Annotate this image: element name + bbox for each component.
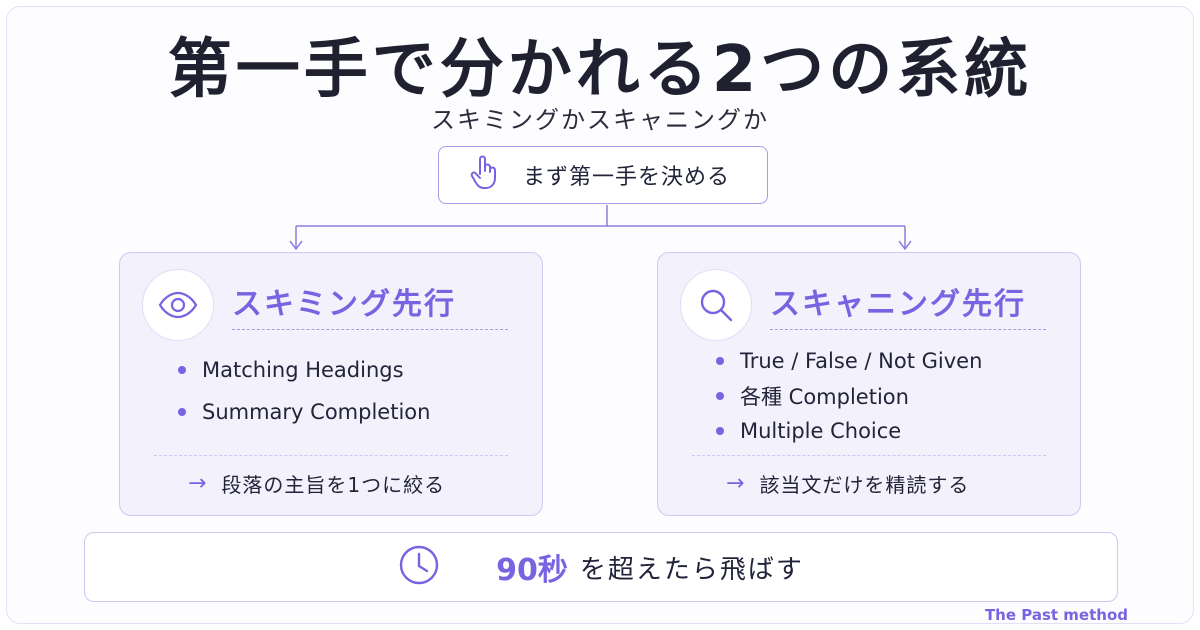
heading-divider: [770, 329, 1046, 330]
time-rule-box: 90秒 を超えたら飛ばす: [84, 532, 1118, 602]
heading-divider: [232, 329, 508, 330]
list-item: 各種 Completion: [716, 378, 982, 413]
list-item: Multiple Choice: [716, 413, 982, 448]
bullet-dot: [716, 356, 724, 365]
card-divider: [692, 455, 1046, 456]
list-item: Matching Headings: [178, 349, 430, 391]
page-subtitle: スキミングかスキャニングか: [431, 106, 769, 134]
bullet-dot: [178, 408, 186, 416]
bullet-dot: [716, 391, 724, 400]
skimming-card: スキミング先行 Matching Headings Summary Comple…: [119, 252, 543, 516]
magnifier-icon: [680, 269, 752, 341]
clock-icon: [398, 544, 496, 590]
skimming-question-list: Matching Headings Summary Completion: [178, 349, 430, 433]
scanning-heading: スキャニング先行: [770, 287, 1026, 322]
scanning-question-list: True / False / Not Given 各種 Completion M…: [716, 343, 982, 448]
arrow-right-icon: →: [188, 471, 208, 496]
scanning-card: スキャニング先行 True / False / Not Given 各種 Com…: [657, 252, 1081, 516]
time-limit-value: 90秒: [496, 553, 568, 588]
start-step-box: まず第一手を決める: [438, 146, 768, 204]
eye-icon: [142, 269, 214, 341]
list-item: Summary Completion: [178, 391, 430, 433]
brand-logo-text: The Past method: [984, 606, 1128, 624]
skimming-note: → 段落の主旨を1つに絞る: [188, 471, 446, 497]
start-step-label: まず第一手を決める: [523, 165, 731, 190]
scanning-note: → 該当文だけを精読する: [726, 471, 970, 497]
list-item: True / False / Not Given: [716, 343, 982, 378]
pointing-hand-icon: [469, 154, 523, 196]
time-rule-text: を超えたら飛ばす: [579, 554, 804, 585]
card-divider: [154, 455, 508, 456]
skimming-heading: スキミング先行: [232, 287, 456, 322]
arrow-right-icon: →: [726, 471, 746, 496]
bullet-dot: [178, 366, 186, 374]
bullet-dot: [716, 426, 724, 435]
page-title: 第一手で分かれる2つの系統: [167, 33, 1033, 107]
